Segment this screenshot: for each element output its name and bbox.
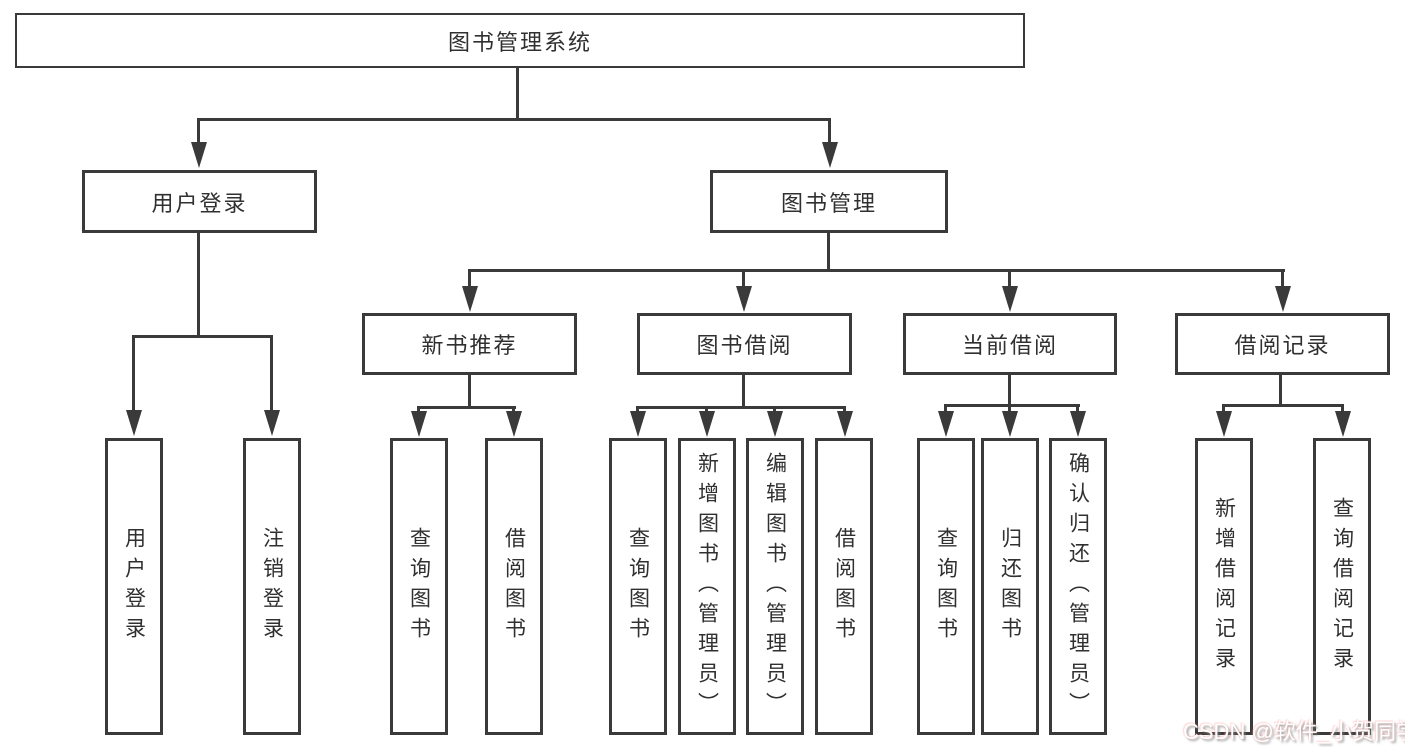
node-borrow-books-recommend: 借阅图书: [485, 438, 543, 735]
connector-line: [417, 406, 516, 409]
node-label: 查询图书: [934, 526, 958, 647]
connector-line: [468, 269, 471, 288]
node-label: 借阅记录: [1234, 333, 1331, 358]
node-query-books-borrow: 查询图书: [609, 438, 667, 735]
node-logout: 注销登录: [243, 438, 301, 735]
arrowhead-down-icon: [462, 286, 478, 312]
connector-line: [132, 335, 273, 338]
node-label: 图书管理: [780, 190, 877, 216]
connector-line: [468, 269, 1285, 272]
arrowhead-down-icon: [1002, 411, 1018, 437]
node-label: 图书管理系统: [447, 29, 592, 55]
connector-line: [1279, 375, 1282, 407]
arrowhead-down-icon: [1002, 286, 1018, 312]
arrowhead-down-icon: [506, 411, 522, 437]
node-label: 确认归还（管理员）: [1066, 451, 1090, 722]
node-user-login: 用户登录: [82, 170, 317, 233]
connector-line: [270, 335, 273, 412]
connector-line: [742, 269, 745, 288]
node-label: 借阅图书: [832, 526, 856, 647]
connector-line: [944, 404, 1080, 407]
node-label: 查询借阅记录: [1330, 496, 1354, 677]
connector-line: [516, 68, 519, 121]
connector-line: [944, 404, 947, 413]
arrowhead-down-icon: [191, 142, 207, 168]
node-label: 当前借阅: [961, 333, 1058, 358]
node-confirm-return-admin: 确认归还（管理员）: [1049, 438, 1107, 735]
connector-line: [828, 118, 831, 144]
node-label: 查询图书: [407, 526, 431, 647]
arrowhead-down-icon: [630, 411, 646, 437]
connector-line: [197, 118, 200, 144]
connector-line: [1008, 269, 1011, 288]
connector-line: [1008, 375, 1011, 407]
connector-line: [1341, 404, 1344, 413]
node-return-books: 归还图书: [981, 438, 1039, 735]
node-add-book-admin: 新增图书（管理员）: [678, 438, 736, 735]
arrowhead-down-icon: [1335, 411, 1351, 437]
arrowhead-down-icon: [837, 411, 853, 437]
node-label: 新书推荐: [421, 333, 518, 358]
node-label: 图书借阅: [696, 333, 793, 358]
node-new-book-recommend: 新书推荐: [362, 313, 577, 375]
connector-line: [197, 233, 200, 338]
connector-line: [636, 406, 846, 409]
connector-line: [773, 406, 776, 413]
arrowhead-down-icon: [767, 411, 783, 437]
arrowhead-down-icon: [938, 411, 954, 437]
arrowhead-down-icon: [264, 410, 280, 436]
node-label: 新增借阅记录: [1212, 496, 1236, 677]
arrowhead-down-icon: [126, 410, 142, 436]
node-add-borrow-record: 新增借阅记录: [1195, 438, 1253, 735]
node-book-management: 图书管理: [710, 170, 948, 233]
node-label: 新增图书（管理员）: [695, 451, 719, 722]
node-query-borrow-record: 查询借阅记录: [1313, 438, 1371, 735]
connector-line: [1222, 404, 1344, 407]
csdn-watermark: CSDN @软件_小贺同学: [1183, 719, 1405, 744]
connector-line: [742, 375, 745, 409]
node-book-borrow: 图书借阅: [637, 313, 852, 375]
connector-line: [417, 406, 420, 413]
arrowhead-down-icon: [699, 411, 715, 437]
connector-line: [636, 406, 639, 413]
node-label: 编辑图书（管理员）: [763, 451, 787, 722]
node-library-management-system: 图书管理系统: [15, 13, 1025, 68]
node-query-books-recommend: 查询图书: [390, 438, 448, 735]
connector-line: [1008, 404, 1011, 413]
connector-line: [197, 118, 831, 121]
node-label: 归还图书: [998, 526, 1022, 647]
node-label: 查询图书: [626, 526, 650, 647]
node-current-borrow: 当前借阅: [903, 313, 1117, 375]
connector-line: [132, 335, 135, 412]
node-label: 注销登录: [260, 526, 284, 647]
arrowhead-down-icon: [1216, 411, 1232, 437]
connector-line: [468, 375, 471, 409]
connector-line: [1222, 404, 1225, 413]
node-edit-book-admin: 编辑图书（管理员）: [746, 438, 804, 735]
arrowhead-down-icon: [822, 142, 838, 168]
arrowhead-down-icon: [1275, 286, 1291, 312]
node-label: 用户登录: [122, 526, 146, 647]
node-user-login-leaf: 用户登录: [105, 438, 163, 735]
node-borrow-records: 借阅记录: [1175, 313, 1390, 375]
arrowhead-down-icon: [1070, 411, 1086, 437]
connector-line: [705, 406, 708, 413]
arrowhead-down-icon: [411, 411, 427, 437]
arrowhead-down-icon: [736, 286, 752, 312]
node-label: 用户登录: [151, 190, 248, 216]
connector-line: [843, 406, 846, 413]
connector-line: [1281, 269, 1284, 288]
connector-line: [827, 233, 830, 272]
connector-line: [512, 406, 515, 413]
connector-line: [1076, 404, 1079, 413]
node-borrow-books-leaf: 借阅图书: [815, 438, 873, 735]
node-label: 借阅图书: [502, 526, 526, 647]
node-query-books-current: 查询图书: [917, 438, 975, 735]
